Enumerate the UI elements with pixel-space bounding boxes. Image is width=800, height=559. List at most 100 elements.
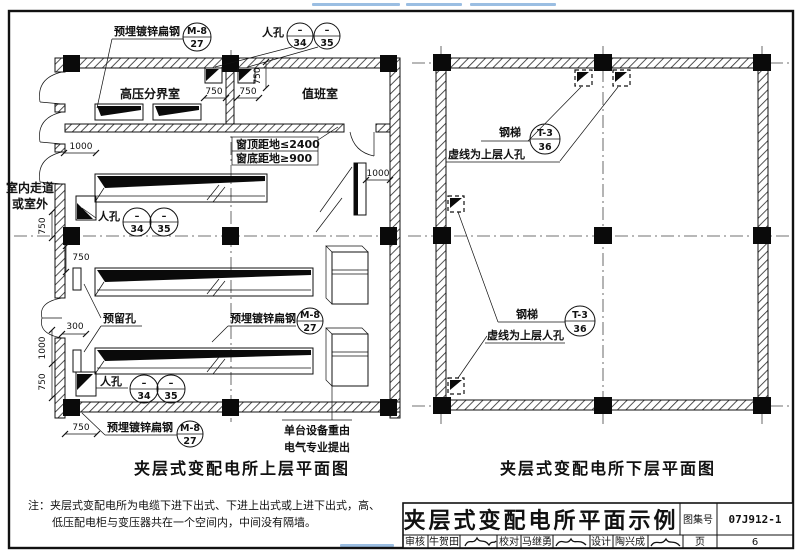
window-note: 窗顶距地≤2400 窗底距地≥900 xyxy=(231,126,339,166)
embedded-steel-mid-text: 预埋镀锌扁钢 xyxy=(230,311,296,325)
ladder-label-2: 钢梯 T-3 36 虚线为上层人孔 xyxy=(457,211,596,379)
dim-750: 750 xyxy=(239,87,256,97)
dim-750: 750 xyxy=(72,253,89,263)
dim-300: 300 xyxy=(66,322,83,332)
manhole-mid-text: 人孔 xyxy=(98,209,120,223)
embedded-steel-bottom-label: 预埋镀锌扁钢 M-8 27 xyxy=(81,412,204,448)
note-line1: 注：夹层式变配电所为电缆下进下出式、下进上出式或上进下出式，高、 xyxy=(28,498,380,512)
ref-dash: – xyxy=(325,25,330,36)
reserved-hole-label: 预留孔 xyxy=(83,283,142,353)
upper-floor-manhole-b xyxy=(612,69,631,87)
design-label: 设计 xyxy=(591,535,611,548)
columns xyxy=(63,55,397,416)
equip-note-line1: 单台设备重由 xyxy=(284,423,350,437)
corridor-line2: 或室外 xyxy=(12,196,48,211)
transformer-2 xyxy=(325,327,369,387)
transformer-1 xyxy=(325,245,369,305)
page-number: 6 xyxy=(752,537,758,548)
dim-1000: 1000 xyxy=(38,336,48,359)
watermark-bottom xyxy=(340,544,394,547)
manhole-mid-label: 人孔 – 34 – 35 xyxy=(81,207,179,237)
ref-t3-page: 36 xyxy=(573,324,587,335)
room-hv: 高压分界室 xyxy=(120,86,180,101)
embedded-steel-top-label: 预埋镀锌扁钢 M-8 27 xyxy=(96,22,212,109)
reserved-hole-slots xyxy=(72,267,82,373)
embedded-steel-top-text: 预埋镀锌扁钢 xyxy=(114,24,180,38)
ref-dash: – xyxy=(135,211,140,222)
page-label: 页 xyxy=(695,536,705,548)
corridor-line1: 室内走道 xyxy=(6,180,54,195)
manhole-top-1 xyxy=(204,67,223,84)
ref-t3-page: 36 xyxy=(538,142,552,153)
design-signature xyxy=(650,537,681,547)
manhole-top-label: 人孔 – 34 – 35 xyxy=(214,22,341,68)
check-label: 校对 xyxy=(499,535,519,548)
reserved-hole-text: 预留孔 xyxy=(103,311,136,325)
corridor-label: 室内走道 或室外 xyxy=(6,180,54,211)
atlas-label: 图集号 xyxy=(683,513,713,526)
ref-m8-page: 27 xyxy=(183,436,196,447)
page-border xyxy=(7,9,795,550)
ref-35: 35 xyxy=(320,38,333,49)
atlas-number: 07J912-1 xyxy=(729,513,782,526)
ladder-text: 钢梯 xyxy=(499,125,521,139)
doors xyxy=(39,71,375,339)
dim-750: 750 xyxy=(38,373,48,390)
upper-floor-manhole-d xyxy=(447,377,465,395)
manhole-bottom-label: 人孔 – 34 – 35 xyxy=(96,374,186,404)
check-signature xyxy=(555,537,587,547)
dashed-note-text: 虚线为上层人孔 xyxy=(448,147,525,161)
lower-plan: 钢梯 T-3 36 虚线为上层人孔 钢梯 T-3 36 虚线为上层人孔 夹层式变… xyxy=(408,46,792,478)
title-block: 夹层式变配电所平面示例 图集号 07J912-1 审核 牛贺田 校对 马继勇 设… xyxy=(402,502,794,549)
ref-m8: M-8 xyxy=(180,423,200,434)
dim-750: 750 xyxy=(253,67,263,84)
ref-dash: – xyxy=(298,25,303,36)
switchgear-row-1 xyxy=(94,173,268,203)
upper-plan-title: 夹层式变配电所上层平面图 xyxy=(134,459,350,478)
lower-plan-title: 夹层式变配电所下层平面图 xyxy=(500,459,716,478)
manhole-top-2 xyxy=(237,67,256,84)
dim-1000: 1000 xyxy=(367,169,390,179)
switchgear-row-3 xyxy=(94,347,314,375)
review-name: 牛贺田 xyxy=(429,535,459,548)
ladder-label-1: 钢梯 T-3 36 虚线为上层人孔 xyxy=(446,86,619,163)
upper-plan: 预埋镀锌扁钢 M-8 27 人孔 – 34 – 35 高压分界室 值班室 xyxy=(6,22,401,478)
ref-m8: M-8 xyxy=(300,310,320,321)
ref-35: 35 xyxy=(157,224,170,235)
check-name: 马继勇 xyxy=(522,535,552,548)
ref-m8-page: 27 xyxy=(303,323,316,334)
ladder-text: 钢梯 xyxy=(516,307,538,321)
watermark-top xyxy=(312,3,556,6)
dashed-note-text: 虚线为上层人孔 xyxy=(487,328,564,342)
columns xyxy=(433,54,771,414)
embedded-steel-bottom-text: 预埋镀锌扁钢 xyxy=(107,420,173,434)
ref-34: 34 xyxy=(293,38,307,49)
switchgear-row-2 xyxy=(94,267,314,297)
ref-m8: M-8 xyxy=(187,26,207,37)
manhole-bottom-text: 人孔 xyxy=(100,374,122,388)
design-name: 陶兴成 xyxy=(615,535,645,548)
upper-floor-manhole-a xyxy=(574,69,593,87)
dim-750: 750 xyxy=(38,217,48,234)
ref-dash: – xyxy=(142,378,147,389)
ref-t3: T-3 xyxy=(572,310,588,321)
sheet-title: 夹层式变配电所平面示例 xyxy=(403,508,678,534)
ref-dash: – xyxy=(162,211,167,222)
dim-750: 750 xyxy=(72,423,89,433)
equip-note-line2: 电气专业提出 xyxy=(284,440,350,454)
window-bottom-text: 窗底距地≥900 xyxy=(236,151,313,165)
ref-dash: – xyxy=(169,378,174,389)
ref-m8-page: 27 xyxy=(190,39,203,50)
equipment-weight-note: 单台设备重由 电气专业提出 xyxy=(282,386,352,454)
ref-35: 35 xyxy=(164,391,177,402)
note: 注：夹层式变配电所为电缆下进下出式、下进上出式或上进下出式，高、 低压配电柜与变… xyxy=(28,498,380,529)
room-duty: 值班室 xyxy=(302,86,338,101)
dim-750: 750 xyxy=(205,87,222,97)
ref-t3: T-3 xyxy=(537,128,553,139)
review-signature xyxy=(464,536,497,547)
manhole-mid-left xyxy=(75,195,97,221)
upper-floor-manhole-c xyxy=(447,195,465,213)
ref-34: 34 xyxy=(130,224,144,235)
note-line2: 低压配电柜与变压器共在一个空间内，中间没有隔墙。 xyxy=(52,515,316,529)
